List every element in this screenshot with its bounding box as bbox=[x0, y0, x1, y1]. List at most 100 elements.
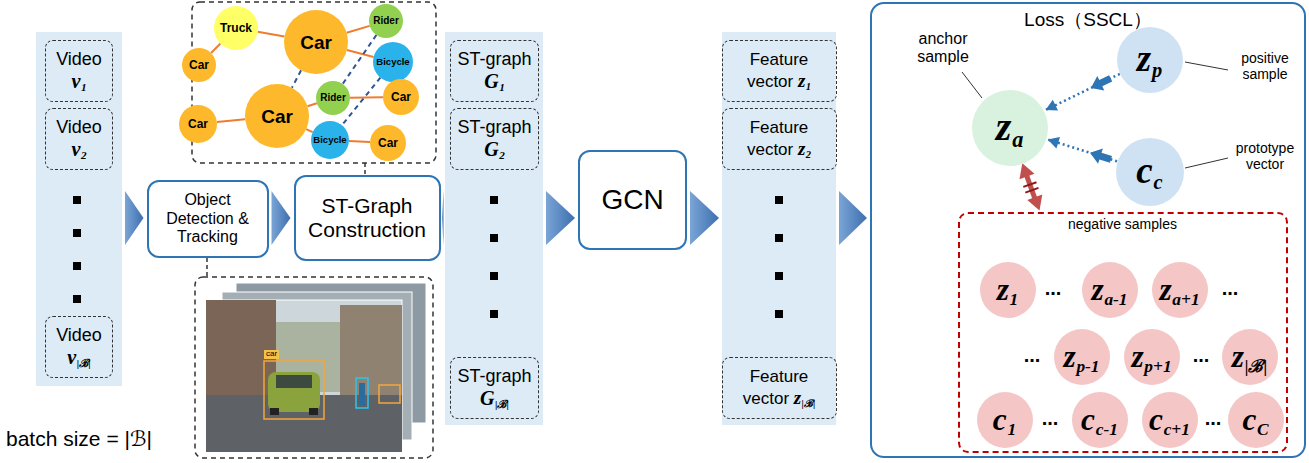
node-content: Videov|ℬ| bbox=[56, 325, 102, 369]
leader-lines bbox=[962, 62, 1228, 168]
node-content: ST-graphG2 bbox=[457, 117, 531, 161]
connector bbox=[258, 32, 285, 37]
math-subscript: 2 bbox=[806, 149, 811, 160]
box-label: Bicycle bbox=[376, 56, 409, 67]
math-subscript: c bbox=[1154, 171, 1163, 193]
node-content: Car bbox=[189, 59, 209, 71]
dot bbox=[775, 310, 783, 318]
node-content: Videov1 bbox=[56, 49, 102, 93]
math-symbol: z bbox=[1063, 339, 1075, 374]
box-label: Car bbox=[300, 32, 332, 53]
object-node: Car bbox=[370, 125, 406, 161]
math-symbol: c bbox=[1081, 402, 1095, 437]
arrowhead bbox=[1020, 163, 1035, 179]
math-symbol: z bbox=[798, 138, 805, 159]
math-symbol: z bbox=[798, 70, 805, 91]
flow-chevron bbox=[272, 191, 291, 245]
math-symbol: z bbox=[1131, 339, 1143, 374]
attraction-line bbox=[1044, 74, 1120, 111]
box-label: GCN bbox=[601, 184, 663, 215]
graph-box: ST-graphG2 bbox=[450, 108, 539, 170]
negative-circle: c1 bbox=[977, 392, 1033, 448]
node-content: zp+1 bbox=[1131, 341, 1171, 372]
math-symbol: v bbox=[72, 70, 81, 92]
vertical-dots bbox=[73, 196, 783, 318]
node-content: ST-graphG1 bbox=[457, 49, 531, 93]
math-subscript: 1 bbox=[499, 81, 505, 93]
node-content: Object Detection & Tracking bbox=[149, 191, 267, 246]
node-content: Bicycle bbox=[376, 57, 409, 67]
node-content: zp-1 bbox=[1063, 341, 1099, 372]
connector bbox=[347, 50, 374, 57]
photo-frame bbox=[195, 277, 433, 458]
math-line: v1 bbox=[56, 70, 102, 93]
batch-panel: Videov1Videov2Videov|ℬ| bbox=[36, 32, 122, 386]
block-arrow bbox=[1090, 149, 1112, 164]
negative-circle: cC bbox=[1228, 392, 1284, 448]
node-content: za+1 bbox=[1159, 274, 1199, 305]
video-box: Videov2 bbox=[45, 108, 113, 170]
wheel bbox=[270, 408, 279, 415]
math-subscript: 1 bbox=[1010, 290, 1019, 309]
object-node: Truck bbox=[214, 6, 258, 50]
arrowhead bbox=[1046, 100, 1059, 111]
positive-circle: zp bbox=[1117, 27, 1183, 93]
leader-line bbox=[1185, 158, 1228, 168]
math-symbol: z bbox=[1159, 272, 1171, 307]
box-label: Video bbox=[56, 117, 102, 138]
box-label: Car bbox=[261, 106, 293, 127]
video-box: Videov1 bbox=[45, 40, 113, 102]
leader-line bbox=[1185, 62, 1228, 70]
graph-panel: ST-graphG1ST-graphG2 ST-graphG|ℬ| bbox=[445, 32, 543, 425]
dot bbox=[73, 295, 81, 303]
box-label: Car bbox=[188, 117, 208, 131]
math-symbol: z bbox=[1137, 38, 1151, 79]
node-content: z1 bbox=[997, 274, 1019, 305]
negative-circle: zp+1 bbox=[1124, 329, 1180, 385]
math-subscript: p-1 bbox=[1076, 357, 1099, 376]
car-window bbox=[276, 375, 312, 388]
ellipsis: ... bbox=[1042, 407, 1059, 430]
node-content: cc-1 bbox=[1081, 404, 1118, 435]
object-node: Rider bbox=[369, 4, 403, 38]
box-heading: Loss（SSCL） bbox=[872, 7, 1304, 33]
negative-circle: cc-1 bbox=[1072, 392, 1128, 448]
connector bbox=[272, 191, 291, 245]
arrowhead bbox=[1048, 137, 1060, 148]
break-mark bbox=[1025, 188, 1038, 193]
math-symbol: z bbox=[997, 272, 1009, 307]
math-symbol: z bbox=[996, 104, 1012, 149]
math-line: G|ℬ| bbox=[457, 387, 531, 410]
relation-line bbox=[349, 141, 370, 142]
dot bbox=[490, 310, 498, 318]
node-content: Bicycle bbox=[313, 135, 346, 145]
detection-tag: car bbox=[264, 350, 279, 359]
math-symbol: z bbox=[1091, 272, 1103, 307]
car bbox=[268, 372, 320, 412]
node-content: Car bbox=[188, 118, 208, 130]
math-subscript: 1 bbox=[81, 81, 87, 93]
box-label: ST-graph bbox=[457, 49, 531, 70]
node-content: zp bbox=[1137, 41, 1162, 78]
detection-box bbox=[356, 378, 368, 408]
arrowhead bbox=[1027, 195, 1042, 211]
connector bbox=[1020, 163, 1043, 210]
object-node: Bicycle bbox=[311, 121, 349, 159]
math-line: v2 bbox=[56, 138, 102, 161]
math-subscript: c+1 bbox=[1164, 420, 1190, 439]
wheel bbox=[309, 408, 318, 415]
math-subscript: 1 bbox=[1007, 420, 1016, 439]
ellipsis: ... bbox=[1222, 277, 1239, 300]
math-subscript: a bbox=[1012, 127, 1023, 152]
relation-line bbox=[292, 70, 301, 87]
box-label: Rider bbox=[320, 92, 346, 103]
photo-leader bbox=[206, 258, 208, 277]
node-content: Rider bbox=[373, 16, 399, 26]
batch-size-label: batch size = |ℬ| bbox=[6, 427, 152, 451]
math-subscript: |ℬ| bbox=[77, 357, 91, 369]
math-subscript: |ℬ| bbox=[1245, 357, 1268, 376]
box-heading: negative samples bbox=[960, 216, 1286, 232]
node-content: z|ℬ| bbox=[1232, 341, 1268, 372]
flow-chevron bbox=[690, 191, 719, 245]
